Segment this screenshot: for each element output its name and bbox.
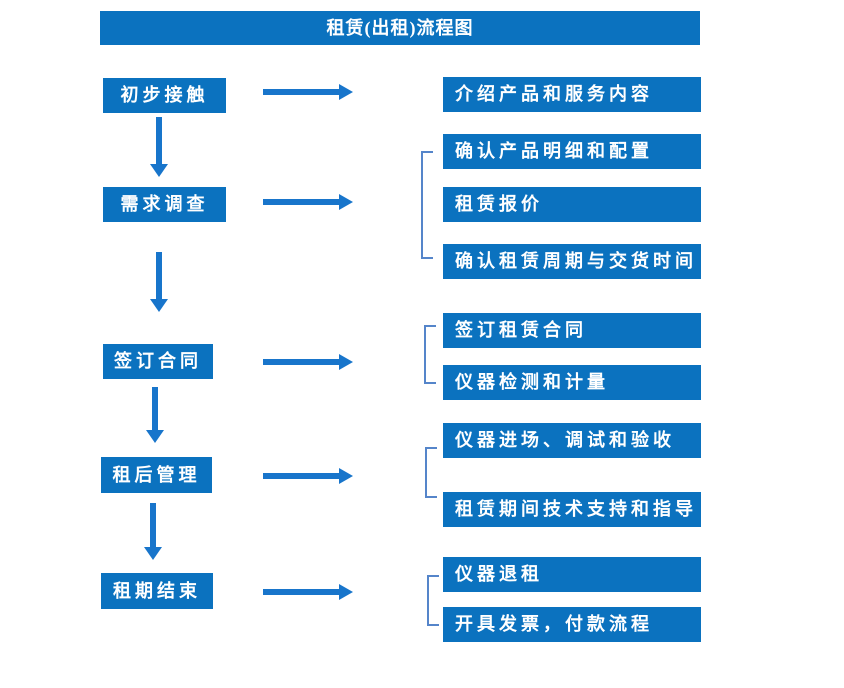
output-box-technical-support: 租赁期间技术支持和指导 <box>443 492 701 527</box>
flow-arrow-shaft <box>263 473 340 479</box>
down-arrow-shaft <box>152 387 158 431</box>
down-arrow-3 <box>146 387 164 443</box>
flow-arrow-shaft <box>263 199 340 205</box>
flow-arrow-shaft <box>263 589 340 595</box>
output-box-confirm-product-details: 确认产品明细和配置 <box>443 134 701 169</box>
flow-arrow-head <box>339 354 353 370</box>
group-bracket-post-rental <box>425 447 437 498</box>
output-box-confirm-rental-period: 确认租赁周期与交货时间 <box>443 244 701 279</box>
flow-arrow-head <box>339 84 353 100</box>
down-arrow-shaft <box>156 252 162 300</box>
step-node-rental-end: 租期结束 <box>101 573 213 609</box>
down-arrow-head <box>150 299 168 312</box>
down-arrow-2 <box>150 252 168 312</box>
down-arrow-head <box>150 164 168 177</box>
step-node-initial-contact: 初步接触 <box>103 78 226 113</box>
output-box-instrument-testing: 仪器检测和计量 <box>443 365 701 400</box>
step-node-sign-contract: 签订合同 <box>103 344 213 379</box>
group-bracket-demand-survey <box>421 151 433 259</box>
down-arrow-shaft <box>156 117 162 165</box>
group-bracket-rental-end <box>427 575 439 626</box>
flowchart-title: 租赁(出租)流程图 <box>100 11 700 45</box>
flow-arrow-5 <box>263 584 353 600</box>
down-arrow-shaft <box>150 503 156 548</box>
down-arrow-4 <box>144 503 162 560</box>
step-node-demand-survey: 需求调查 <box>103 187 226 222</box>
output-box-rental-quotation: 租赁报价 <box>443 187 701 222</box>
flow-arrow-2 <box>263 194 353 210</box>
flow-arrow-shaft <box>263 89 340 95</box>
flow-arrow-head <box>339 584 353 600</box>
down-arrow-1 <box>150 117 168 177</box>
down-arrow-head <box>146 430 164 443</box>
step-node-post-rental-management: 租后管理 <box>101 457 212 493</box>
flow-arrow-head <box>339 194 353 210</box>
flow-arrow-4 <box>263 468 353 484</box>
down-arrow-head <box>144 547 162 560</box>
output-box-instrument-entry: 仪器进场、调试和验收 <box>443 423 701 458</box>
output-box-introduce-products: 介绍产品和服务内容 <box>443 77 701 112</box>
output-box-instrument-return: 仪器退租 <box>443 557 701 592</box>
group-bracket-sign-contract <box>424 325 436 384</box>
flow-arrow-3 <box>263 354 353 370</box>
output-box-invoice-payment: 开具发票，付款流程 <box>443 607 701 642</box>
flow-arrow-head <box>339 468 353 484</box>
flow-arrow-shaft <box>263 359 340 365</box>
output-box-sign-rental-contract: 签订租赁合同 <box>443 313 701 348</box>
flow-arrow-1 <box>263 84 353 100</box>
